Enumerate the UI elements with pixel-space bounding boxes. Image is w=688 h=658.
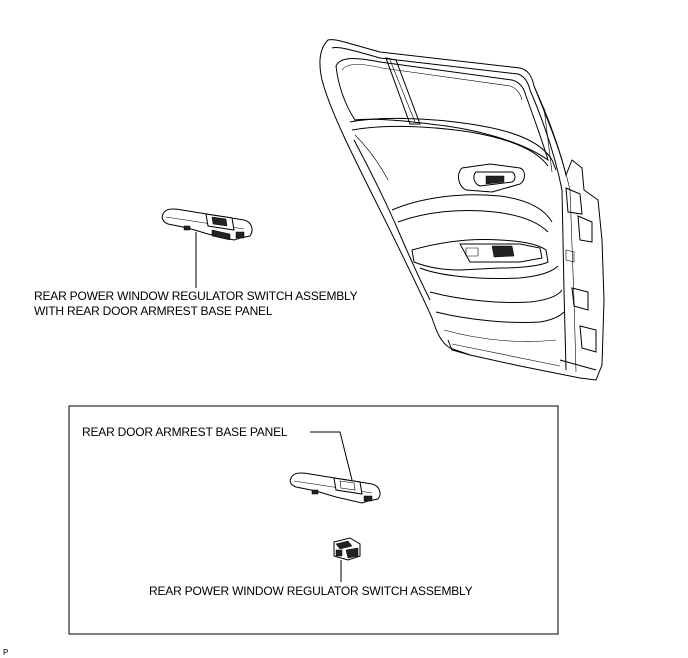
switch-assembly-with-panel-label: REAR POWER WINDOW REGULATOR SWITCH ASSEM… xyxy=(34,289,358,319)
main-label-line2: WITH REAR DOOR ARMREST BASE PANEL xyxy=(34,304,273,318)
detail-box xyxy=(68,405,559,635)
illustration-code: P xyxy=(3,648,9,657)
rear-door-illustration xyxy=(319,39,605,381)
switch-assembly-label: REAR POWER WINDOW REGULATOR SWITCH ASSEM… xyxy=(149,584,473,598)
armrest-base-panel-illustration xyxy=(289,431,381,504)
main-label-line1: REAR POWER WINDOW REGULATOR SWITCH ASSEM… xyxy=(34,289,358,303)
switch-assembly-with-panel-illustration xyxy=(161,208,253,288)
armrest-base-panel-label: REAR DOOR ARMREST BASE PANEL xyxy=(82,425,288,439)
switch-assembly-illustration xyxy=(333,537,361,582)
